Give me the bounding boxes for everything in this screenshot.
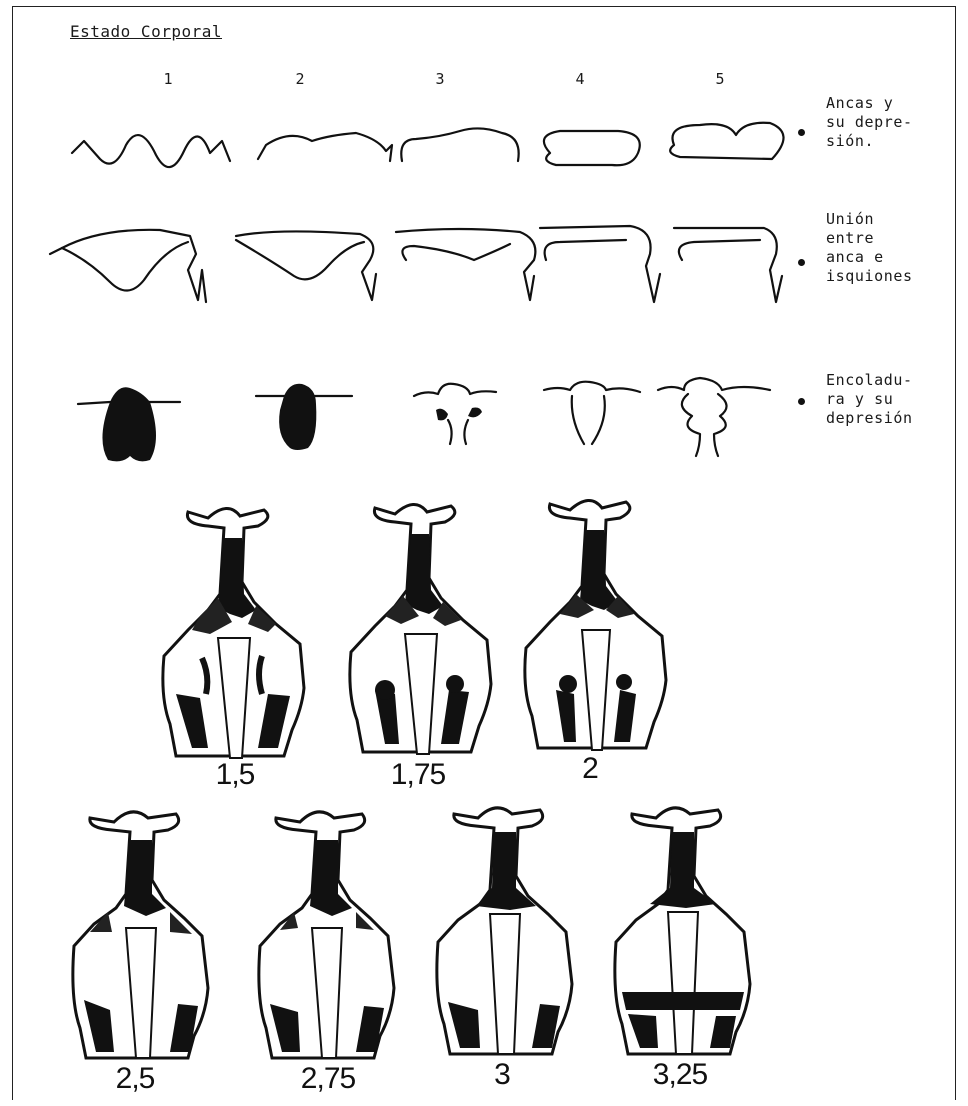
column-label-4: 4 (570, 70, 590, 88)
row-2-label-line-3: anca e (826, 248, 913, 267)
figure-score-label: 2,5 (85, 1062, 185, 1096)
column-label-5: 5 (710, 70, 730, 88)
cow-rear-view-2 (520, 490, 670, 757)
row-2-label-line-4: isquiones (826, 267, 913, 286)
tailhead-score-2 (279, 384, 316, 450)
column-label-1: 1 (158, 70, 178, 88)
row-1-label-line-2: su depre- (826, 113, 913, 132)
rump-curve-score-4 (545, 240, 626, 260)
hip-outline-score-4 (544, 131, 640, 165)
cow-rear-view-2-75 (252, 800, 402, 1067)
rump-outline-score-2 (236, 231, 376, 300)
hip-outline-score-2 (258, 133, 392, 161)
tailhead-topline-score-3 (414, 384, 496, 396)
row-3-label-line-3: depresión (826, 409, 913, 428)
row-3-drawings (70, 380, 780, 470)
cow-rear-view-1-75 (345, 494, 495, 761)
rump-curve-score-2 (236, 240, 364, 279)
tailhead-depressions-score-3 (436, 408, 482, 421)
cow-rear-view-2-5 (66, 800, 216, 1067)
rump-outline-score-4 (540, 226, 660, 302)
row-2-bullet (798, 259, 805, 266)
tailhead-tail-score-3 (448, 420, 468, 444)
row-1-bullet (798, 129, 805, 136)
row-1-label-line-1: Ancas y (826, 94, 913, 113)
column-label-3: 3 (430, 70, 450, 88)
figure-score-label: 3 (452, 1058, 552, 1092)
rump-curve-score-1 (62, 242, 188, 291)
row-2-drawings (40, 220, 800, 320)
rump-curve-score-5 (679, 240, 760, 260)
cow-rear-view-3-25 (608, 796, 758, 1063)
rump-curve-score-3 (402, 244, 510, 260)
cow-rear-view-3 (430, 796, 580, 1063)
tailhead-score-4 (544, 382, 640, 444)
figure-score-label: 1,5 (185, 758, 285, 792)
row-2-label-line-1: Unión (826, 210, 913, 229)
hip-outline-score-3 (401, 128, 518, 161)
rump-outline-score-3 (396, 229, 535, 300)
figure-score-label: 3,25 (630, 1058, 730, 1092)
row-3-label-line-2: ra y su (826, 390, 913, 409)
row-2-label-line-2: entre (826, 229, 913, 248)
hip-outline-score-1 (72, 135, 230, 167)
figure-score-label: 2 (540, 752, 640, 786)
figure-score-label: 2,75 (278, 1062, 378, 1096)
row-3-label: Encoladu- ra y su depresión (826, 371, 913, 428)
tailhead-score-5 (658, 378, 770, 456)
row-3-bullet (798, 398, 805, 405)
cow-rear-view-1-5 (158, 498, 308, 765)
row-1-label-line-3: sión. (826, 132, 913, 151)
row-3-label-line-1: Encoladu- (826, 371, 913, 390)
figure-score-label: 1,75 (368, 758, 468, 792)
rump-outline-score-5 (674, 228, 782, 302)
hip-outline-score-5 (670, 123, 783, 159)
tailhead-score-1 (102, 387, 156, 461)
row-1-drawings (60, 115, 790, 185)
row-1-label: Ancas y su depre- sión. (826, 94, 913, 151)
row-2-label: Unión entre anca e isquiones (826, 210, 913, 286)
page-title: Estado Corporal (70, 22, 222, 41)
column-label-2: 2 (290, 70, 310, 88)
